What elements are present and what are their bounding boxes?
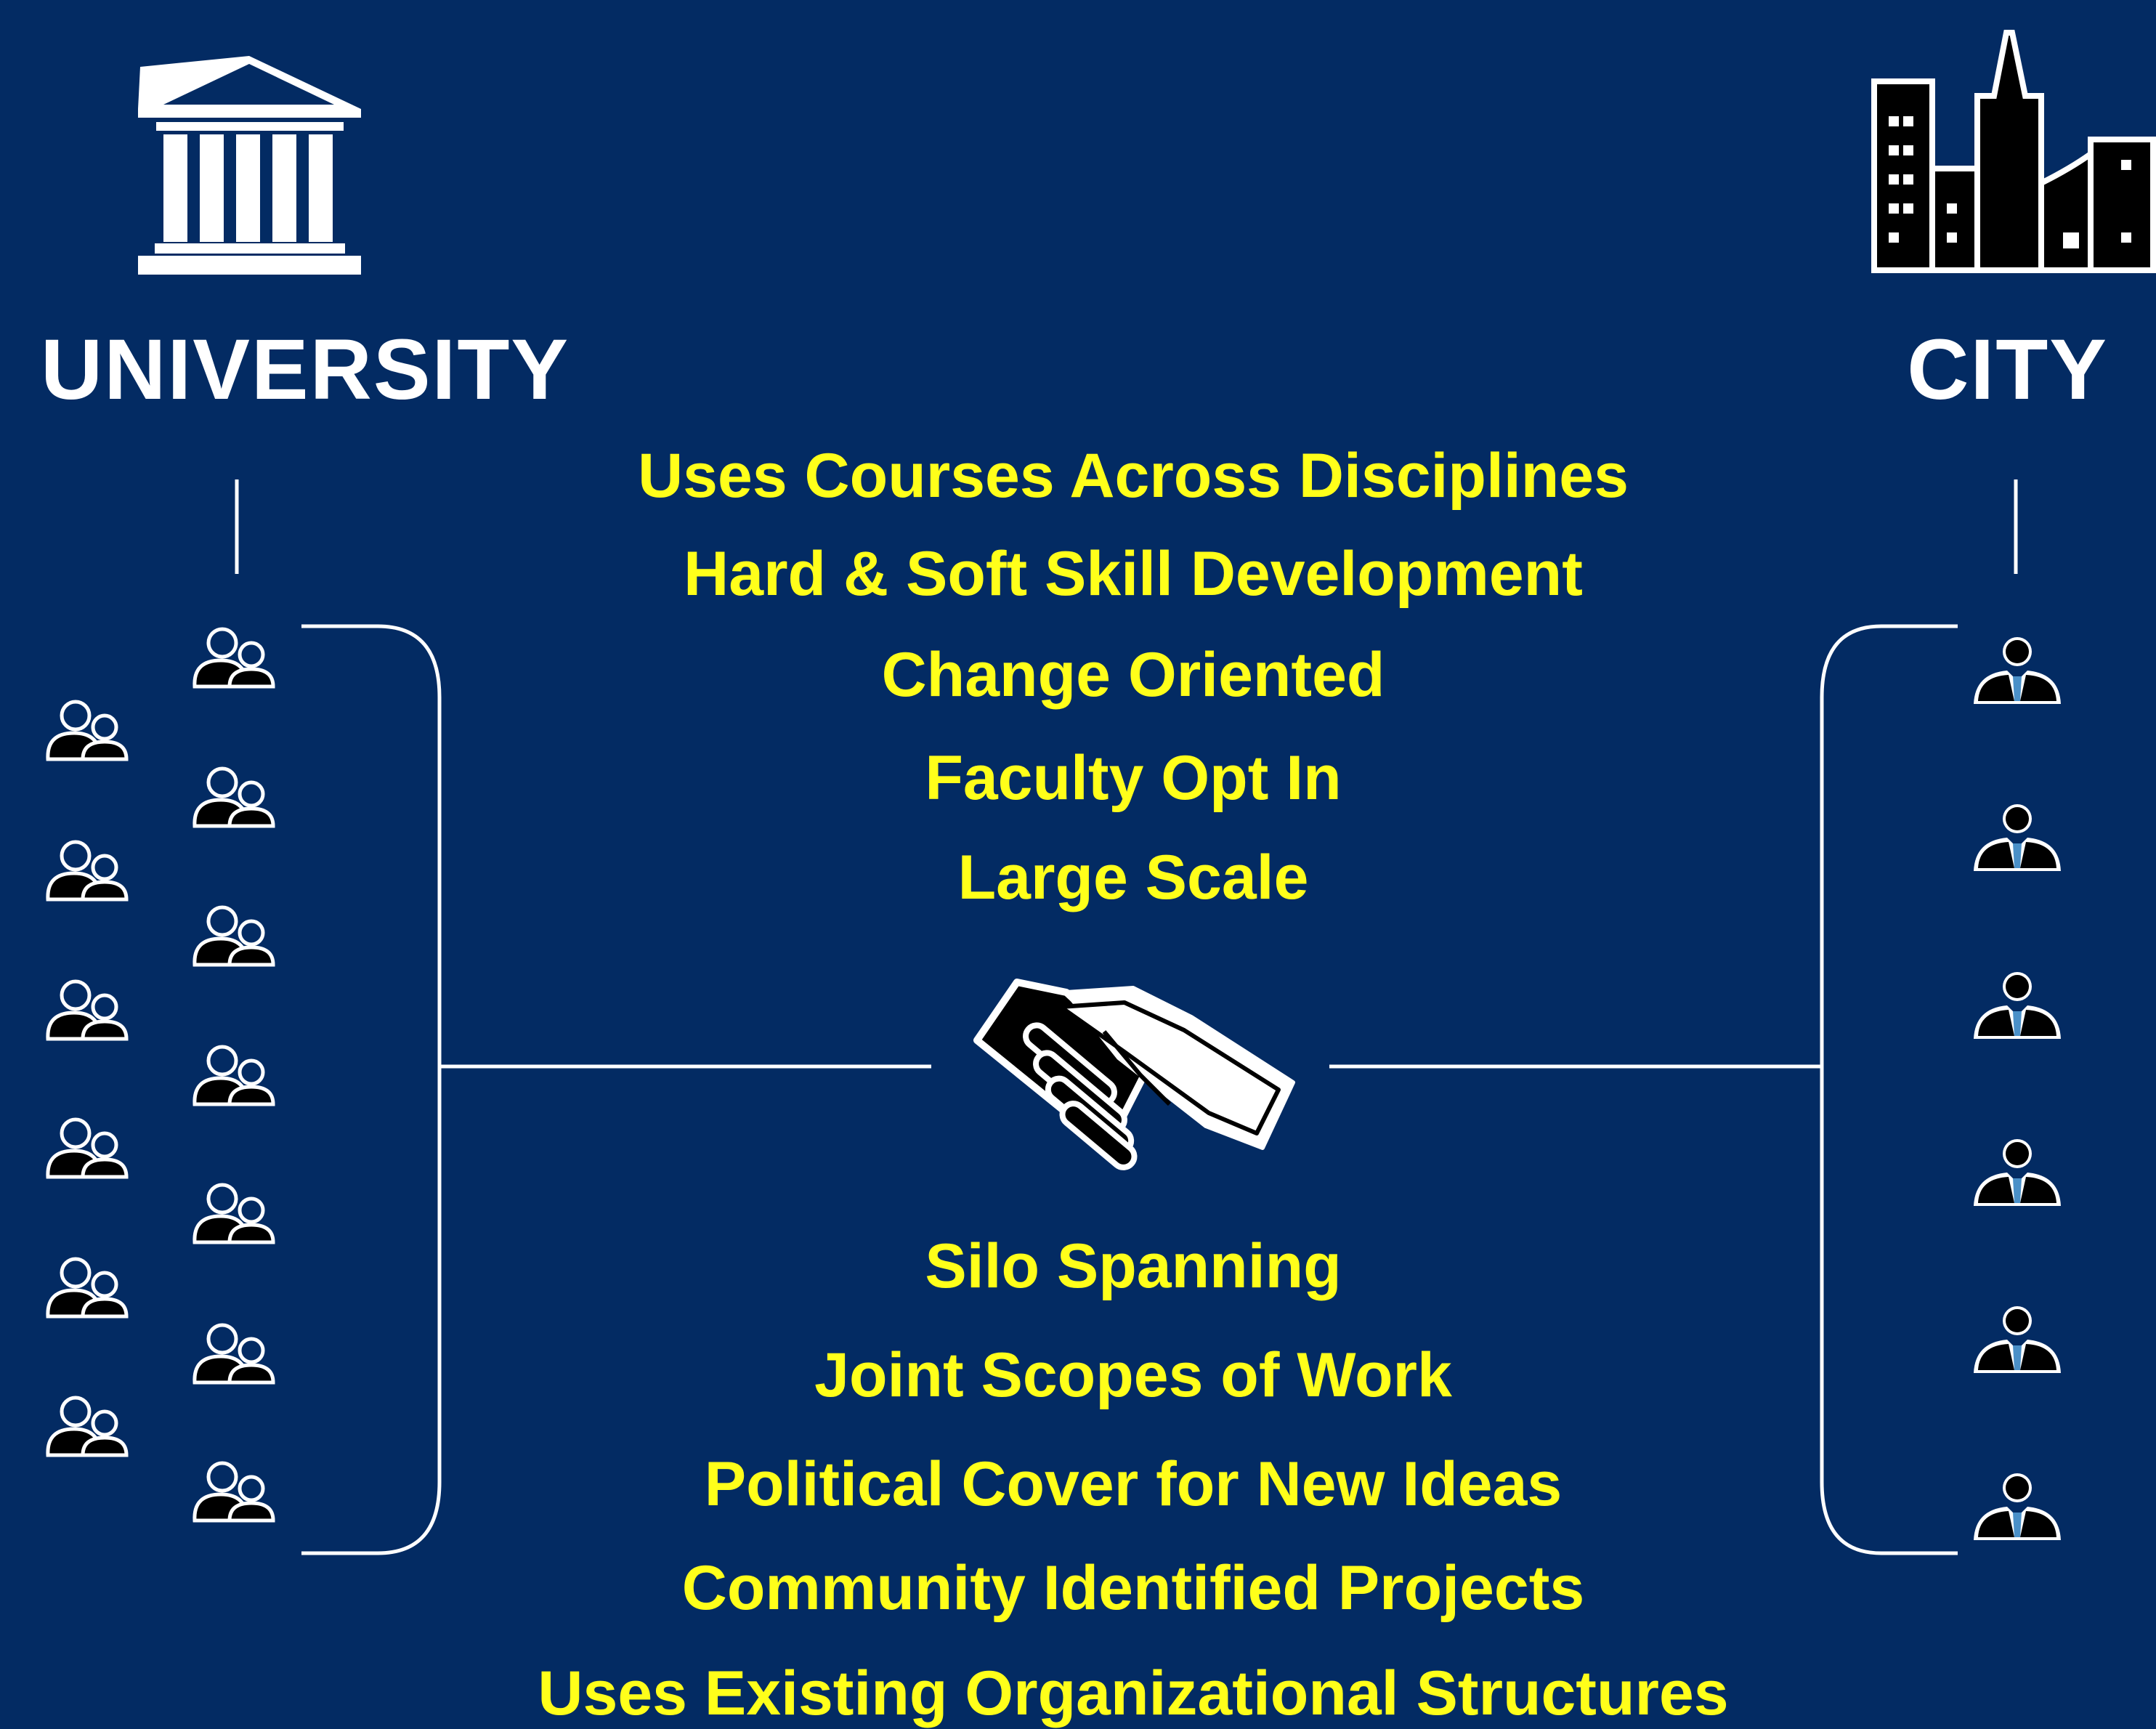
city-bracket	[1820, 624, 1958, 1555]
city-feature-item: Community Identified Projects	[681, 1553, 1585, 1623]
city-feature-item: Uses Existing Organizational Structures	[538, 1659, 1729, 1728]
city-feature-item: Silo Spanning	[925, 1231, 1342, 1301]
city-feature-item: Political Cover for New Ideas	[704, 1449, 1563, 1519]
university-feature-item: Uses Courses Across Disciplines	[638, 441, 1629, 511]
city-staff-icon	[1974, 972, 2061, 1039]
university-feature-item: Large Scale	[957, 843, 1309, 912]
student-group-icon	[195, 1047, 273, 1104]
city-feature-item: Joint Scopes of Work	[814, 1340, 1452, 1410]
university-feature-item: Faculty Opt In	[925, 743, 1342, 813]
student-group-icon	[195, 907, 273, 965]
university-title: UNIVERSITY	[41, 322, 570, 418]
student-group-icon	[48, 981, 126, 1039]
university-feature-item: Hard & Soft Skill Development	[684, 539, 1583, 609]
university-building-icon	[138, 56, 361, 275]
city-skyline-icon	[1871, 30, 2156, 273]
city-title: CITY	[1907, 322, 2108, 418]
student-column-outer	[48, 702, 126, 1455]
student-group-icon	[48, 1119, 126, 1177]
student-group-icon	[195, 1185, 273, 1242]
handshake-icon	[973, 979, 1295, 1170]
city-staff-icon	[1974, 1139, 2061, 1206]
university-bracket	[301, 624, 442, 1555]
university-feature-item: Change Oriented	[881, 640, 1385, 710]
